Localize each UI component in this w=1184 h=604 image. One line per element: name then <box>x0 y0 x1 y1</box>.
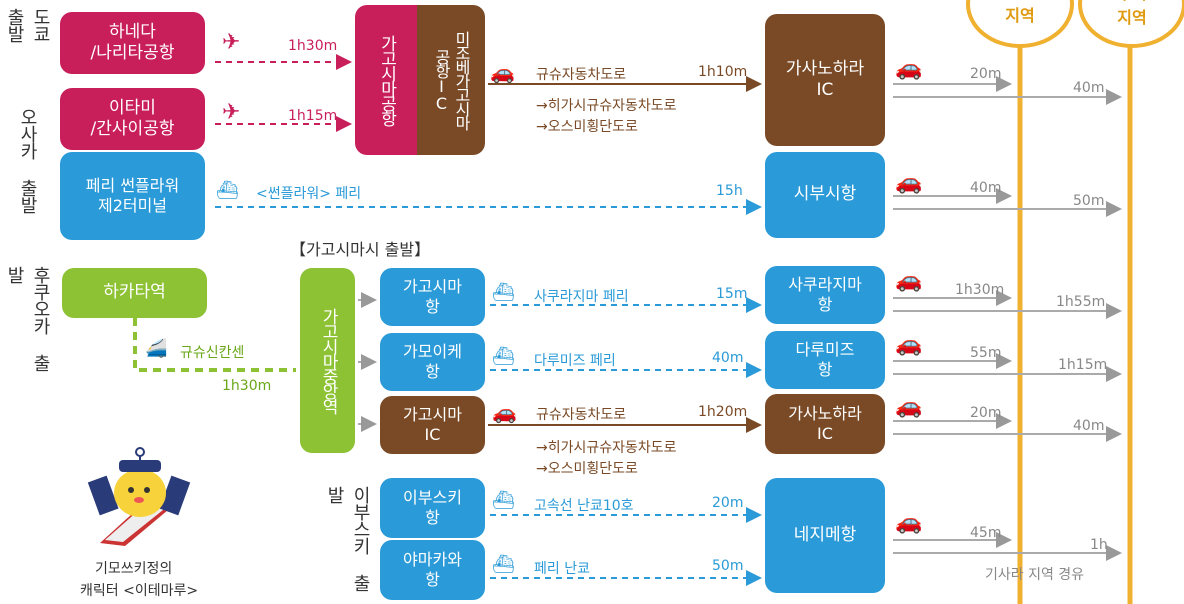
ferry-nankyo-time: 50m <box>712 558 744 574</box>
kanoya-ic-box-1: 가사노하라 IC <box>765 14 885 146</box>
car6-time2: 1h <box>1090 537 1108 553</box>
car4-time2: 1h15m <box>1058 357 1108 373</box>
kagoshima-chuo-box: 가고시마중앙역 <box>300 268 355 453</box>
shibushi-port-box: 시부시항 <box>765 152 885 238</box>
flight-time-2: 1h15m <box>288 108 338 124</box>
ferry-terminal-box: 페리 썬플라워 제2터미널 <box>60 152 205 240</box>
car-icon: 🚗 <box>895 170 923 195</box>
ferry-tarumizu-time: 40m <box>712 350 744 366</box>
highway-b-time: 1h20m <box>698 404 748 420</box>
ferry-sakurajima-label: 사쿠라지마 페리 <box>534 289 629 305</box>
airplane-icon: ✈ <box>222 100 241 125</box>
ferry-nankyo-label: 페리 난쿄 <box>534 561 590 577</box>
car-icon: 🚗 <box>895 268 923 293</box>
hakata-station-box: 하카타역 <box>62 268 207 318</box>
car-icon: 🚗 <box>895 510 923 535</box>
car-icon: 🚗 <box>490 60 515 84</box>
ferry-sakurajima-time: 15m <box>716 286 748 302</box>
kagoshima-city-header: 【가고시마시 출발】 <box>290 240 431 259</box>
highway-a-time: 1h10m <box>698 64 748 80</box>
origin-ibusuki: 이부스키 출발 <box>324 486 371 591</box>
mascot-caption-2: 캐릭터 <이테마루> <box>80 583 199 599</box>
ferry-sunflower-label: <썬플라워> 페리 <box>256 186 362 202</box>
car5-time2: 40m <box>1073 418 1105 434</box>
kagoshima-port-box: 가고시마 항 <box>380 268 485 326</box>
mascot-caption-1: 기모쓰키정의 <box>95 561 173 577</box>
highway-b-via1: →히가시규슈자동차도로 <box>536 440 677 456</box>
ship-icon: ⛴ <box>492 554 515 575</box>
ferry-hispeed-label: 고속선 난쿄10호 <box>534 498 634 514</box>
kanoya-ic-box-2: 가사노하라 IC <box>765 394 885 454</box>
mascot-illustration <box>85 438 195 548</box>
car4-time1: 55m <box>970 345 1002 361</box>
car-icon: 🚗 <box>895 332 923 357</box>
shinkansen-label: 규슈신칸센 <box>180 345 245 361</box>
ship-icon: ⛴ <box>492 282 515 303</box>
car-icon: 🚗 <box>492 400 517 424</box>
ship-icon: ⛴ <box>216 180 239 201</box>
car3-time2: 1h55m <box>1056 294 1106 310</box>
flight-time-1: 1h30m <box>288 38 338 54</box>
car2-time2: 50m <box>1073 193 1105 209</box>
ibusuki-port-box: 이부스키 항 <box>380 478 485 538</box>
airplane-icon: ✈ <box>222 30 241 55</box>
yamakawa-port-box: 야마카와 항 <box>380 540 485 600</box>
highway-a-via2: →오스미횡단도로 <box>536 119 638 135</box>
highway-a-via1: →히가시규슈자동차도로 <box>536 98 677 114</box>
nejime-port-box: 네지메항 <box>765 478 885 593</box>
car1-time1: 20m <box>970 66 1002 82</box>
sakurajima-port-box: 사쿠라지마 항 <box>765 266 885 324</box>
shinkansen-time: 1h30m <box>222 378 272 394</box>
origin-osaka: 오사카 출발 <box>17 107 38 213</box>
mizobe-ic-box: 미조베가고시마 공항IC <box>417 5 485 155</box>
kagoshima-ic-box: 가고시마 IC <box>380 396 485 454</box>
origin-tokyo: 도쿄 출발 <box>4 8 51 42</box>
car6-note: 기사라 지역 경유 <box>985 567 1085 583</box>
car2-time1: 40m <box>970 180 1002 196</box>
kagoshima-airport-box: 가고시마공항 <box>355 5 417 155</box>
origin-fukuoka: 후쿠오카 출발 <box>4 266 51 371</box>
ferry-hispeed-time: 20m <box>712 495 744 511</box>
ferry-sunflower-time: 15h <box>716 183 743 199</box>
car5-time1: 20m <box>970 405 1002 421</box>
car-icon: 🚗 <box>895 394 923 419</box>
highway-b-label: 규슈자동차도로 <box>536 407 627 423</box>
highway-b-via2: →오스미횡단도로 <box>536 461 638 477</box>
haneda-narita-box: 하네다 /나리타공항 <box>60 12 205 74</box>
ship-icon: ⛴ <box>492 490 515 511</box>
tarumizu-port-box: 다루미즈 항 <box>765 331 885 389</box>
car1-time2: 40m <box>1073 80 1105 96</box>
car3-time1: 1h30m <box>955 282 1005 298</box>
train-icon: 🚄 <box>145 338 168 359</box>
itami-kansai-box: 이타미 /간사이공항 <box>60 88 205 150</box>
car-icon: 🚗 <box>895 56 923 81</box>
car6-time1: 45m <box>970 525 1002 541</box>
ferry-tarumizu-label: 다루미즈 페리 <box>534 353 616 369</box>
highway-a-label: 규슈자동차도로 <box>536 67 627 83</box>
ship-icon: ⛴ <box>492 346 515 367</box>
kamoike-port-box: 가모이케 항 <box>380 333 485 391</box>
